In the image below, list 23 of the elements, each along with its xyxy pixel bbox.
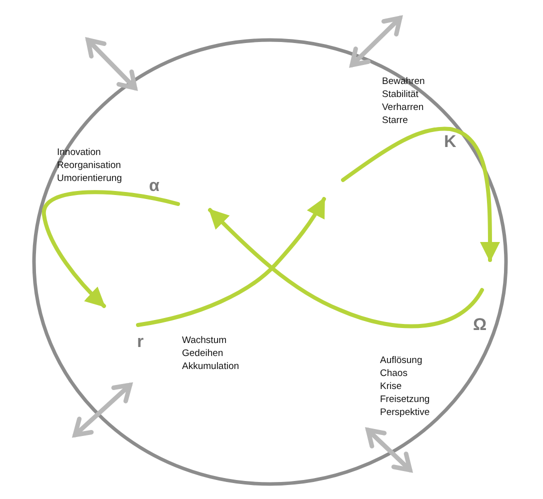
keyword: Innovation <box>57 146 102 159</box>
keyword: Auflösung <box>380 354 424 367</box>
keyword: Stabilität <box>382 88 420 101</box>
keyword: Bewahren <box>382 75 425 88</box>
keyword: Umorientierung <box>57 172 122 185</box>
keyword: Gedeihen <box>182 347 224 360</box>
phase-letter: r <box>136 333 145 351</box>
keyword: Akkumulation <box>182 360 240 373</box>
keyword: Chaos <box>380 367 408 380</box>
phase-letter: Ω <box>472 316 488 334</box>
keyword: Reorganisation <box>57 159 122 172</box>
keyword: Verharren <box>382 101 425 114</box>
keyword: Starre <box>382 114 409 127</box>
arrow <box>42 190 180 308</box>
phase-letter: α <box>148 177 160 195</box>
keyword: Wachstum <box>182 334 228 347</box>
keyword: Freisetzung <box>380 393 430 406</box>
arrow <box>208 208 484 328</box>
arrow <box>136 197 326 327</box>
keyword: Perspektive <box>380 406 430 419</box>
arrow <box>341 126 500 262</box>
phase-letter: K <box>443 133 458 151</box>
keyword: Krise <box>380 380 403 393</box>
